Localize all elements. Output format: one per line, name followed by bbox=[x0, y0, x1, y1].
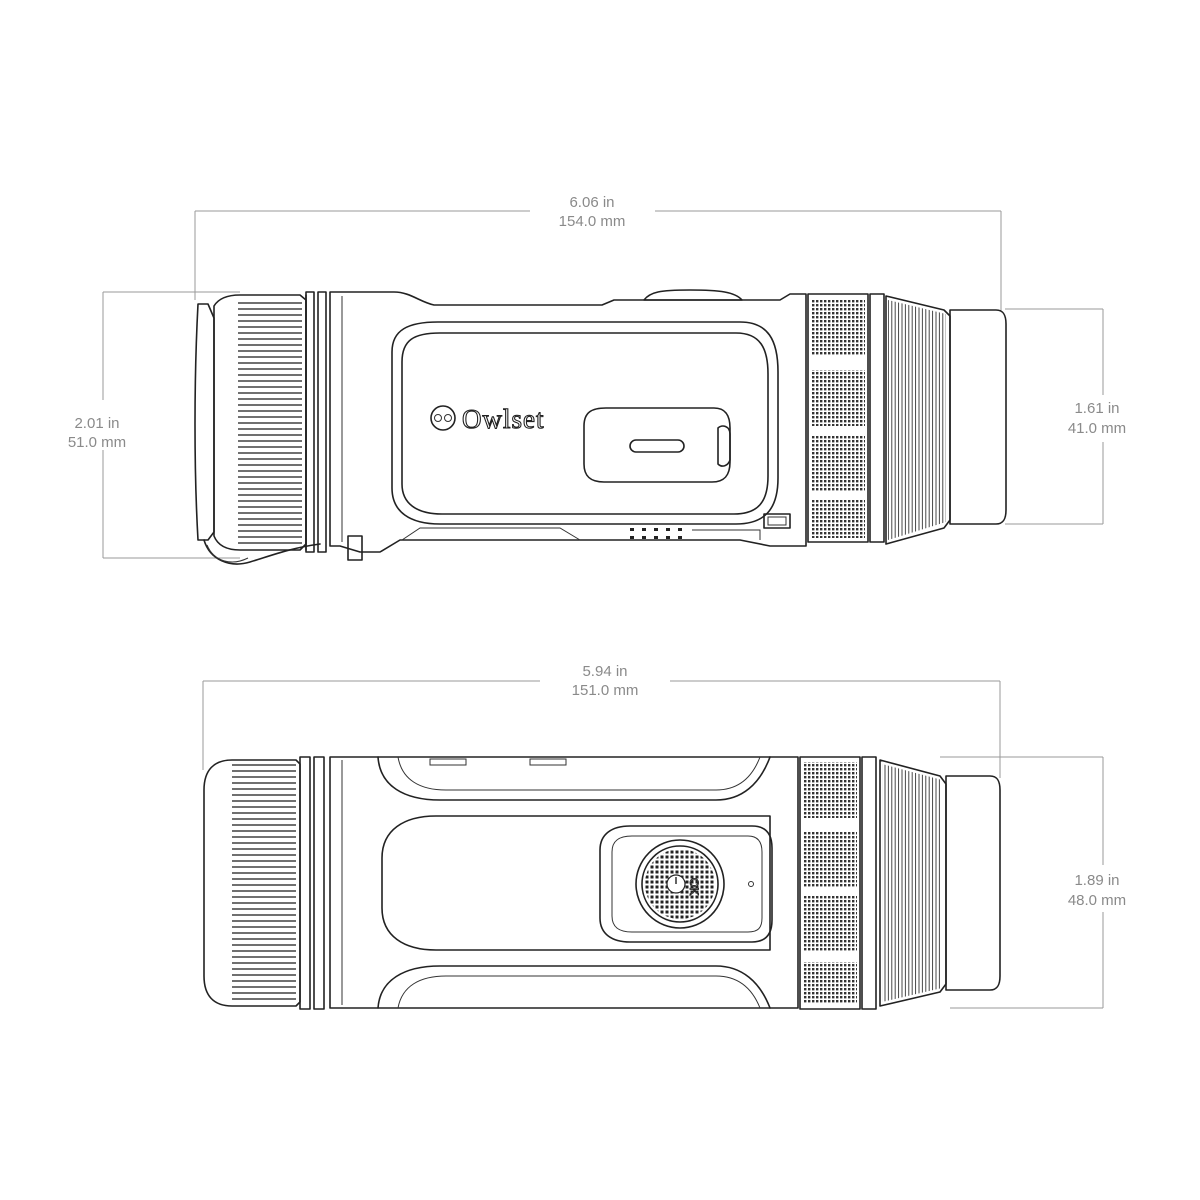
top-length-in: 5.94 in bbox=[582, 663, 627, 680]
side-body bbox=[329, 289, 807, 561]
owl-logo-icon bbox=[430, 405, 456, 431]
side-length-in: 6.06 in bbox=[569, 194, 614, 211]
top-width-mm: 48.0 mm bbox=[1068, 892, 1126, 909]
ok-button[interactable]: OK bbox=[635, 839, 725, 929]
brand-name: Owlset bbox=[462, 404, 545, 434]
top-length-dimension: 5.94 in 151.0 mm bbox=[202, 663, 1001, 778]
side-view: 6.06 in 154.0 mm 2.01 in 51.0 mm 1.61 in… bbox=[68, 194, 1126, 565]
objective-focus-ring bbox=[213, 291, 327, 553]
top-body bbox=[329, 756, 799, 1009]
top-width-in: 1.89 in bbox=[1074, 872, 1119, 889]
diopter-ring bbox=[807, 293, 885, 543]
top-diopter-ring bbox=[799, 756, 877, 1010]
ok-label: OK bbox=[687, 878, 701, 895]
side-eyepiece-in: 1.61 in bbox=[1074, 400, 1119, 417]
lens-cap bbox=[194, 303, 321, 565]
side-length-mm: 154.0 mm bbox=[559, 213, 626, 230]
top-view: 5.94 in 151.0 mm 1.89 in 48.0 mm bbox=[202, 663, 1126, 1010]
top-objective-ring bbox=[203, 756, 325, 1010]
side-height-mm: 51.0 mm bbox=[68, 434, 126, 451]
top-eyepiece-cone bbox=[879, 759, 947, 1007]
top-eyecup bbox=[945, 775, 1001, 991]
side-eyepiece-dimension: 1.61 in 41.0 mm bbox=[1005, 308, 1126, 525]
side-eyepiece-mm: 41.0 mm bbox=[1068, 420, 1126, 437]
top-width-dimension: 1.89 in 48.0 mm bbox=[940, 756, 1126, 1009]
side-height-dimension: 2.01 in 51.0 mm bbox=[68, 291, 240, 559]
eyecup bbox=[949, 309, 1007, 525]
top-length-mm: 151.0 mm bbox=[572, 682, 639, 699]
side-length-dimension: 6.06 in 154.0 mm bbox=[194, 194, 1002, 312]
eyepiece-cone bbox=[885, 295, 951, 545]
side-height-in: 2.01 in bbox=[74, 415, 119, 432]
power-icon bbox=[666, 874, 686, 894]
